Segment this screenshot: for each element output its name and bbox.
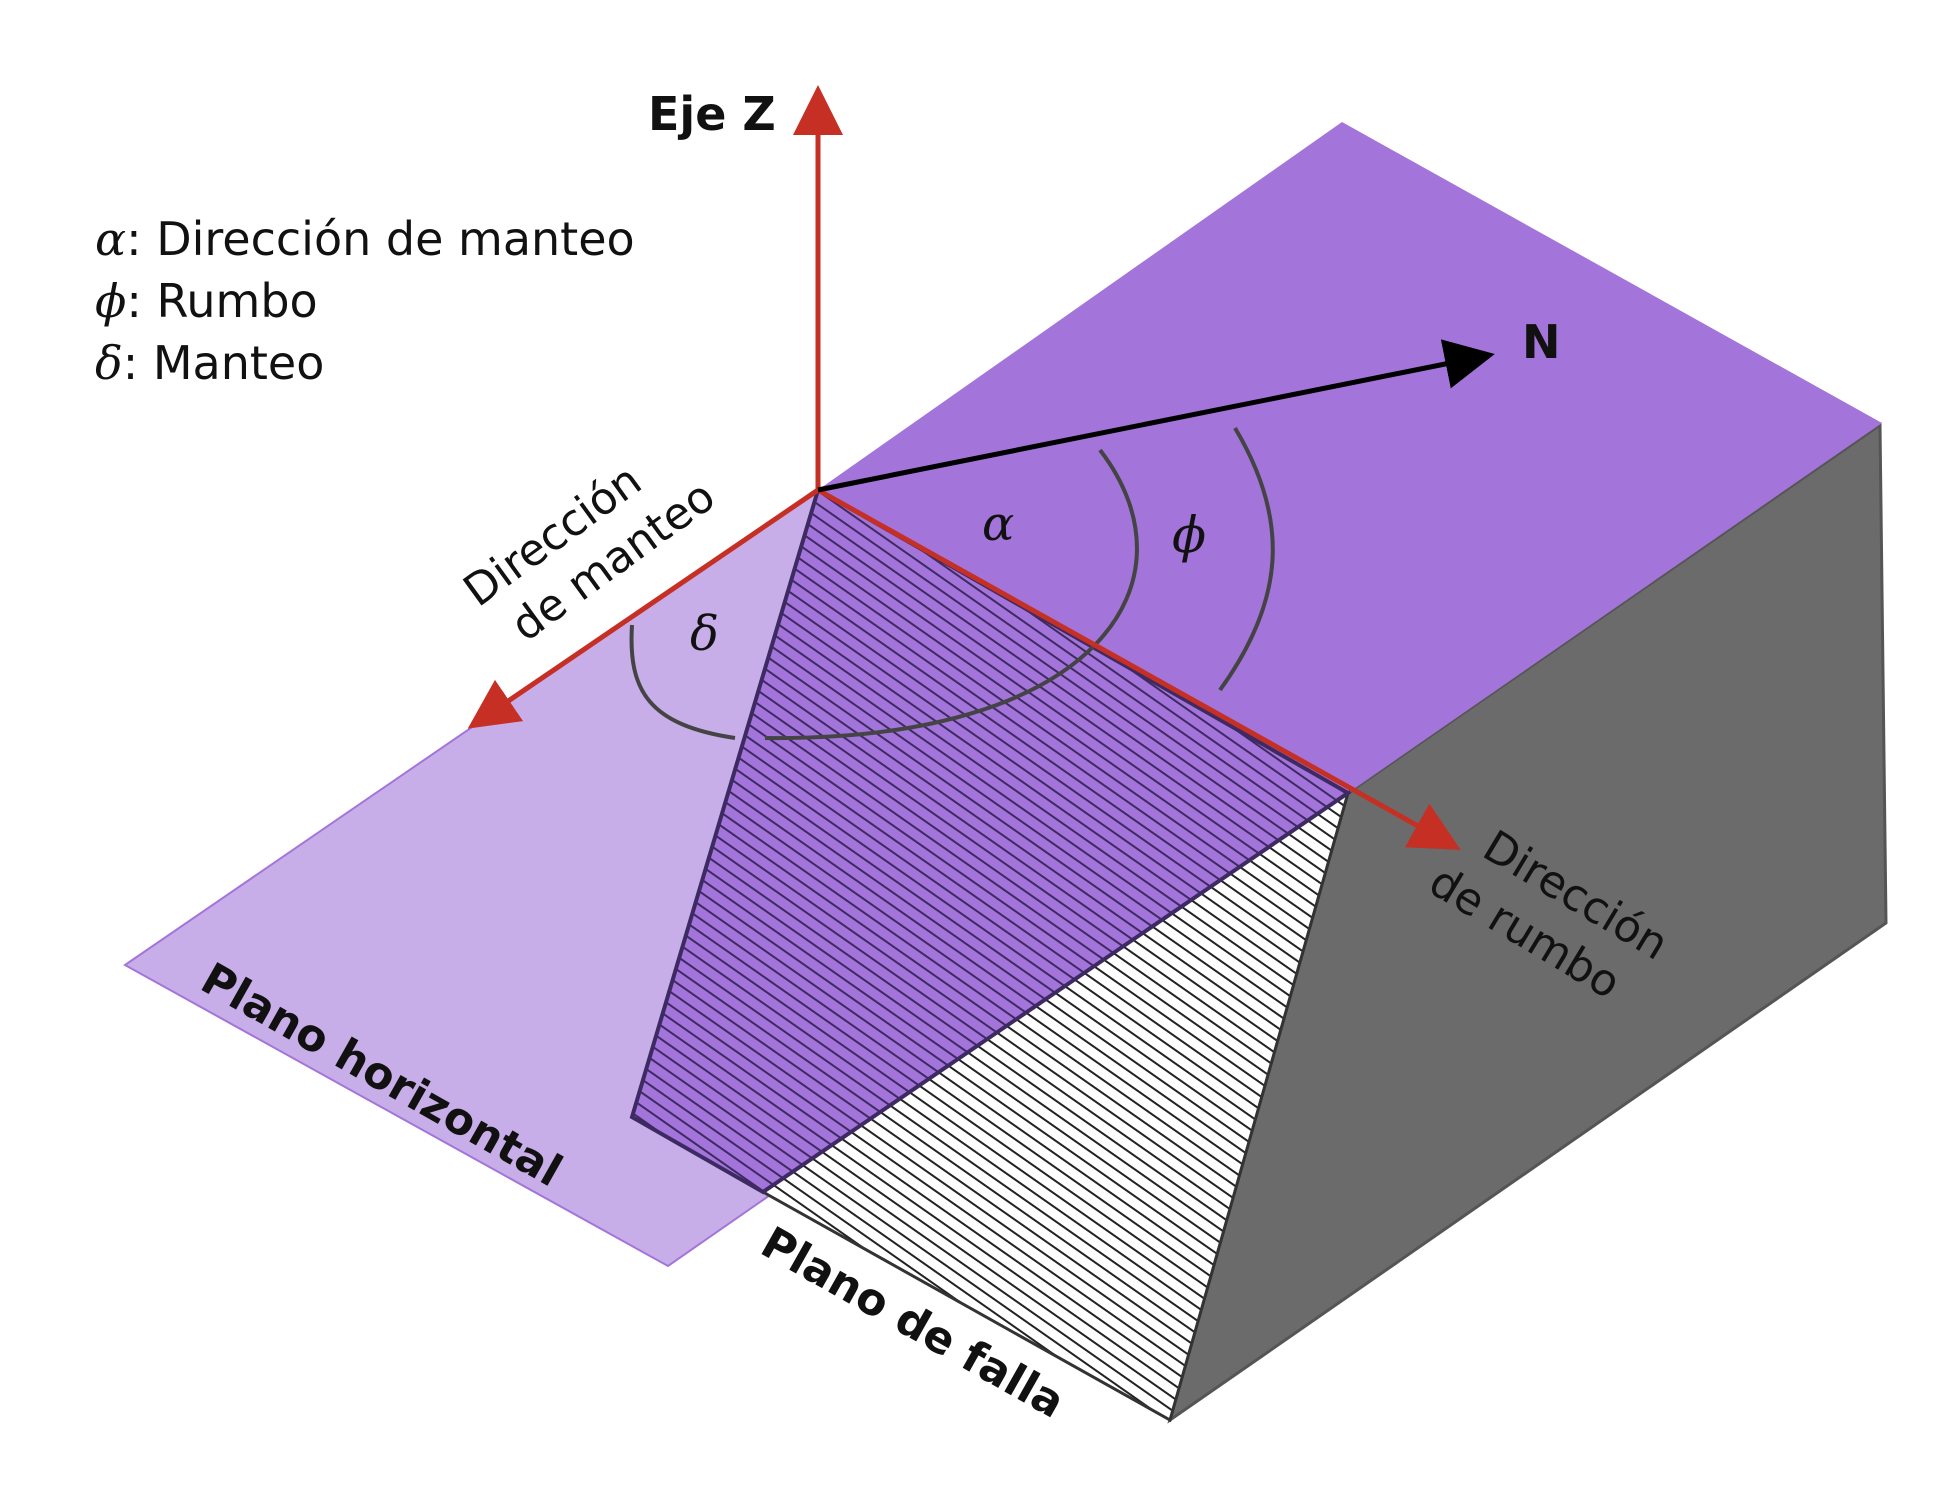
phi-angle-label: ϕ: [1172, 506, 1206, 564]
alpha-angle-label: α: [982, 496, 1014, 552]
legend-phi-text: : Rumbo: [126, 274, 317, 328]
north-label: N: [1522, 315, 1561, 369]
dip-direction-arrow: [467, 487, 820, 729]
legend-delta: δ: Manteo: [95, 336, 324, 390]
legend-delta-text: : Manteo: [123, 336, 325, 390]
legend-alpha-symbol: α: [95, 212, 126, 266]
legend-phi-symbol: ϕ: [95, 274, 126, 328]
z-axis-label: Eje Z: [648, 87, 776, 141]
legend-phi: ϕ: Rumbo: [95, 274, 318, 328]
legend-delta-symbol: δ: [95, 336, 123, 390]
phi-angle-arc: [1218, 426, 1275, 692]
fault-plane-upper: [629, 487, 1352, 1195]
block-top-face: [818, 122, 1882, 793]
delta-angle-arc: [629, 624, 736, 740]
legend-alpha-text: : Dirección de manteo: [126, 212, 635, 266]
strike-direction-arrow: [816, 487, 1461, 850]
north-arrow: [817, 339, 1495, 493]
legend-alpha: α: Dirección de manteo: [95, 212, 635, 266]
delta-angle-label: δ: [690, 606, 719, 662]
